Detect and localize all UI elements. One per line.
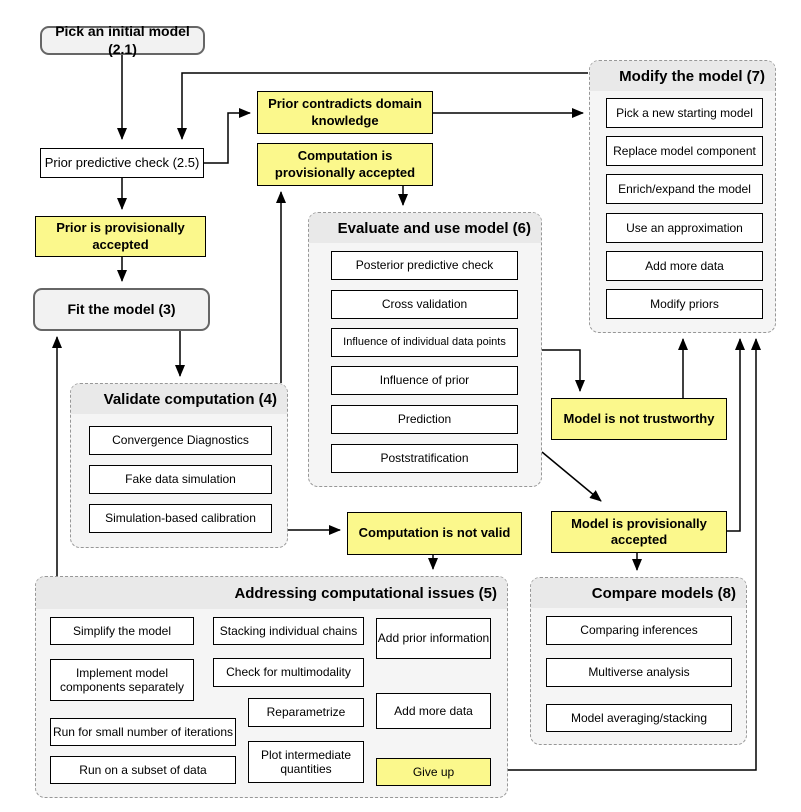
item-comparing-inferences: Comparing inferences	[546, 616, 732, 645]
container-validate-computation: Validate computation (4) Convergence Dia…	[70, 383, 288, 548]
item-model-averaging-stacking: Model averaging/stacking	[546, 704, 732, 732]
container-addressing-computational-issues: Addressing computational issues (5) Simp…	[35, 576, 508, 798]
node-computation-not-valid: Computation is not valid	[347, 512, 522, 555]
item-influence-of-prior: Influence of prior	[331, 366, 518, 395]
item-pick-new-starting-model: Pick a new starting model	[606, 98, 763, 128]
node-model-provisionally-accepted: Model is provisionally accepted	[551, 511, 727, 553]
item-convergence-diagnostics: Convergence Diagnostics	[89, 426, 272, 455]
node-computation-provisionally-accepted: Computation is provisionally accepted	[257, 143, 433, 186]
item-posterior-predictive-check: Posterior predictive check	[331, 251, 518, 280]
node-model-not-trustworthy: Model is not trustworthy	[551, 398, 727, 440]
container-evaluate-use-model: Evaluate and use model (6) Posterior pre…	[308, 212, 542, 487]
item-replace-model-component: Replace model component	[606, 136, 763, 166]
item-run-subset-of-data: Run on a subset of data	[50, 756, 236, 784]
container-title-evaluate: Evaluate and use model (6)	[309, 213, 541, 243]
container-title-addressing: Addressing computational issues (5)	[36, 577, 507, 609]
item-simplify-the-model: Simplify the model	[50, 617, 194, 645]
item-use-approximation: Use an approximation	[606, 213, 763, 243]
item-plot-intermediate-quantities: Plot intermediate quantities	[248, 741, 364, 783]
edge-modelaccepted-to-modify	[727, 338, 745, 532]
item-prediction: Prediction	[331, 405, 518, 434]
item-cross-validation: Cross validation	[331, 290, 518, 319]
edge-evaluate-to-modelaccepted	[541, 451, 602, 502]
item-poststratification: Poststratification	[331, 444, 518, 473]
container-modify-the-model: Modify the model (7) Pick a new starting…	[589, 60, 776, 333]
item-simulation-based-calibration: Simulation-based calibration	[89, 504, 272, 533]
item-multiverse-analysis: Multiverse analysis	[546, 658, 732, 687]
node-prior-provisionally-accepted: Prior is provisionally accepted	[35, 216, 206, 257]
item-add-more-data-modify: Add more data	[606, 251, 763, 281]
item-give-up: Give up	[376, 758, 491, 786]
edge-evaluate-to-nottrustworthy	[542, 349, 585, 392]
node-prior-predictive-check: Prior predictive check (2.5)	[40, 148, 204, 178]
item-reparametrize: Reparametrize	[248, 698, 364, 727]
edge-modify-to-priorcheck	[177, 72, 588, 140]
container-title-compare: Compare models (8)	[531, 578, 746, 608]
node-pick-initial-model: Pick an initial model (2.1)	[40, 23, 205, 57]
item-add-more-data-addressing: Add more data	[376, 693, 491, 729]
item-implement-components-separately: Implement model components separately	[50, 659, 194, 701]
container-title-validate: Validate computation (4)	[71, 384, 287, 414]
container-compare-models: Compare models (8) Comparing inferences …	[530, 577, 747, 745]
item-check-for-multimodality: Check for multimodality	[213, 658, 364, 687]
item-influence-individual-data-points: Influence of individual data points	[331, 328, 518, 357]
item-stacking-individual-chains: Stacking individual chains	[213, 617, 364, 645]
node-fit-the-model: Fit the model (3)	[33, 288, 210, 331]
item-fake-data-simulation: Fake data simulation	[89, 465, 272, 494]
item-run-small-number-iterations: Run for small number of iterations	[50, 718, 236, 746]
edge-giveup-to-modify	[490, 338, 761, 771]
edge-priorcheck-to-priorcontradicts	[204, 108, 251, 164]
item-enrich-expand-model: Enrich/expand the model	[606, 174, 763, 204]
item-modify-priors: Modify priors	[606, 289, 763, 319]
item-add-prior-information: Add prior information	[376, 618, 491, 659]
container-title-modify: Modify the model (7)	[590, 61, 775, 91]
node-prior-contradicts: Prior contradicts domain knowledge	[257, 91, 433, 134]
